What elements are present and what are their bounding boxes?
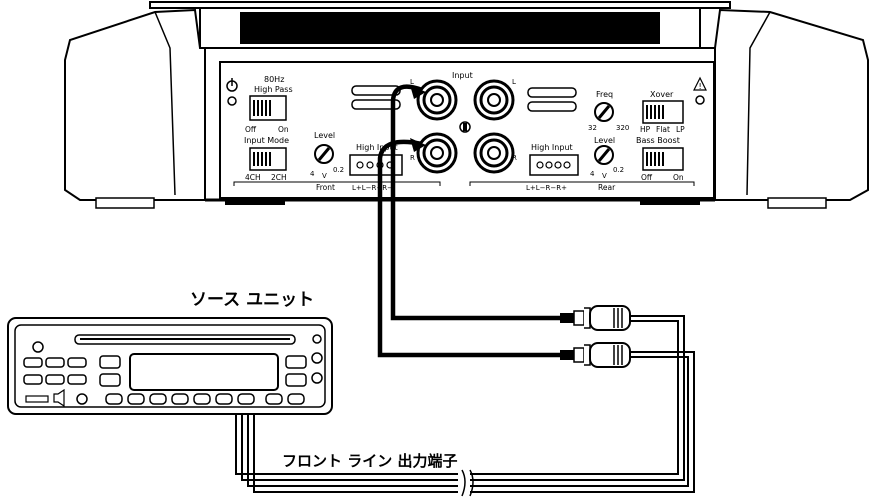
- front-level-4: 4: [310, 170, 315, 178]
- rca-rear-r[interactable]: [473, 132, 515, 174]
- xover-label: Xover: [650, 90, 674, 99]
- hpf-off: Off: [245, 125, 257, 134]
- hpf-on: On: [278, 125, 289, 134]
- rca-r-1: R: [410, 154, 415, 162]
- front-level-02: 0.2: [333, 166, 344, 174]
- rear-high-input-connector[interactable]: [529, 154, 579, 176]
- front-pins: L+L−R+R−: [352, 184, 393, 192]
- hpf-label-2: High Pass: [254, 85, 293, 94]
- rca-plug-r: [560, 342, 631, 368]
- mode-4ch: 4CH: [245, 173, 261, 182]
- freq-label: Freq: [596, 90, 613, 99]
- rca-r-2: R: [512, 154, 517, 162]
- rear-level-label: Level: [594, 136, 615, 145]
- hpf-label-1: 80Hz: [264, 75, 284, 84]
- xover-flat: Flat: [656, 125, 670, 134]
- ground-screw-icon: [459, 121, 471, 133]
- input-label: Input: [452, 71, 473, 80]
- freq-32: 32: [588, 124, 597, 132]
- front-high-input-connector[interactable]: [349, 154, 403, 176]
- warning-icon: !: [693, 76, 707, 105]
- front-line-output-caption: フロント ライン 出力端子: [282, 452, 457, 470]
- input-mode-label: Input Mode: [244, 136, 289, 145]
- front-level-v: V: [322, 172, 327, 180]
- rear-level-v: V: [602, 172, 607, 180]
- bass-off: Off: [641, 173, 653, 182]
- rear-level-02: 0.2: [613, 166, 624, 174]
- rear-level-knob[interactable]: [594, 145, 614, 165]
- input-mode-switch[interactable]: [249, 147, 287, 171]
- rca-l-2: L: [512, 78, 516, 86]
- front-high-input-label: High Input: [356, 143, 398, 152]
- rca-plug-l: [560, 305, 631, 331]
- rear-high-input-label: High Input: [531, 143, 573, 152]
- front-level-knob[interactable]: [314, 144, 334, 164]
- rca-l-1: L: [410, 78, 414, 86]
- rca-cables: [235, 84, 695, 497]
- amplifier: 80Hz High Pass Off On Input Mode 4CH 2CH…: [64, 1, 869, 209]
- svg-text:!: !: [699, 82, 702, 91]
- xover-hp: HP: [640, 125, 651, 134]
- hpf-switch[interactable]: [249, 95, 287, 121]
- rca-rear-l[interactable]: [473, 79, 515, 121]
- rca-front-r[interactable]: [416, 132, 458, 174]
- bass-boost-label: Bass Boost: [636, 136, 680, 145]
- rca-front-l[interactable]: [416, 79, 458, 121]
- xover-switch[interactable]: [642, 100, 684, 124]
- bass-on: On: [673, 173, 684, 182]
- bass-boost-switch[interactable]: [642, 147, 684, 171]
- source-unit-caption: ソース ユニット: [190, 290, 314, 310]
- mode-2ch: 2CH: [271, 173, 287, 182]
- rear-pins: L+L−R−R+: [526, 184, 567, 192]
- source-unit: [7, 317, 333, 415]
- front-level-label: Level: [314, 131, 335, 140]
- rear-label: Rear: [598, 183, 616, 192]
- freq-knob[interactable]: [594, 102, 614, 122]
- power-icon: [226, 78, 238, 106]
- freq-320: 320: [616, 124, 629, 132]
- front-label: Front: [316, 183, 335, 192]
- xover-lp: LP: [676, 125, 685, 134]
- rear-level-4: 4: [590, 170, 595, 178]
